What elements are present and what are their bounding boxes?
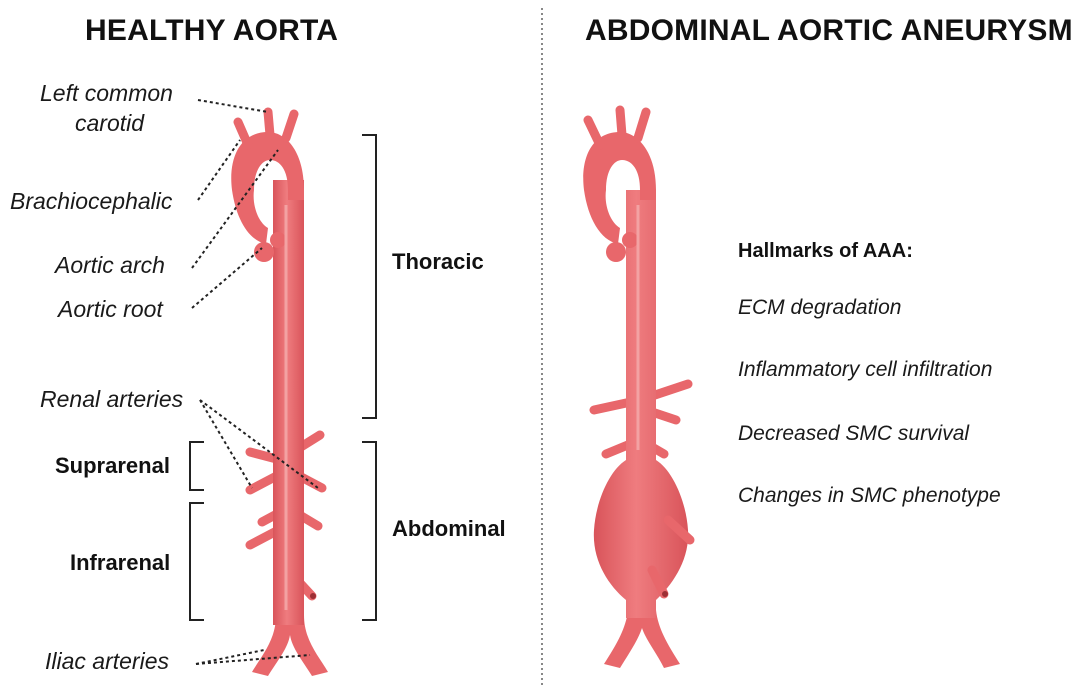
label-iliac-arteries: Iliac arteries <box>45 648 169 675</box>
aneurysm-aorta-drawing <box>583 110 690 668</box>
hallmark-item: ECM degradation <box>738 296 901 320</box>
region-suprarenal: Suprarenal <box>55 453 170 479</box>
label-aortic-root: Aortic root <box>58 296 163 323</box>
label-brachiocephalic: Brachiocephalic <box>10 188 172 215</box>
hallmark-item: Decreased SMC survival <box>738 422 969 446</box>
hallmarks-title: Hallmarks of AAA: <box>738 240 913 263</box>
hallmark-item: Changes in SMC phenotype <box>738 484 1001 508</box>
label-left-common-carotid-line1: Left common <box>40 80 173 107</box>
label-aortic-arch: Aortic arch <box>55 252 165 279</box>
label-renal-arteries: Renal arteries <box>40 386 183 413</box>
healthy-aorta-drawing <box>231 112 328 676</box>
region-thoracic: Thoracic <box>392 249 484 275</box>
region-infrarenal: Infrarenal <box>70 550 170 576</box>
hallmark-item: Inflammatory cell infiltration <box>738 358 992 382</box>
region-abdominal: Abdominal <box>392 516 506 542</box>
label-left-common-carotid-line2: carotid <box>75 110 144 137</box>
